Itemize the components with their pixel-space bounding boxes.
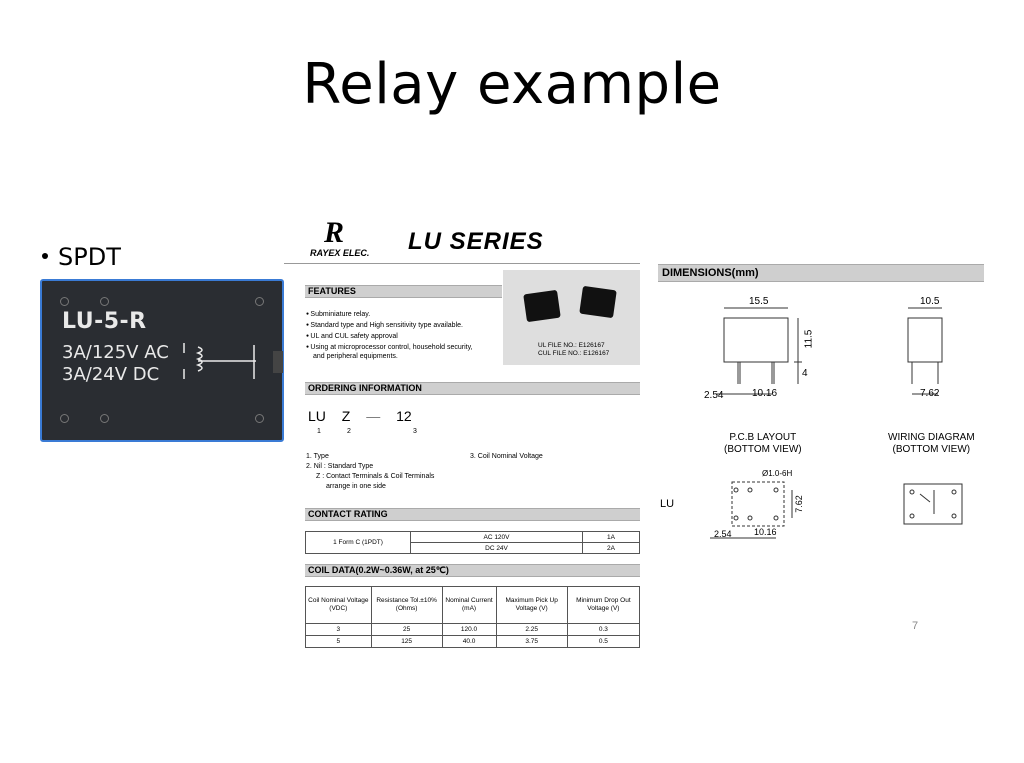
ordering-note-3: 3. Coil Nominal Voltage xyxy=(470,453,543,460)
ordering-note: 2. Nil : Standard Type xyxy=(306,463,374,470)
slide-title: Relay example xyxy=(302,52,722,117)
table-cell: 1A xyxy=(582,531,640,543)
series-title: LU SERIES xyxy=(408,228,544,255)
order-code-part: Z xyxy=(341,408,351,424)
bullet-text: SPDT xyxy=(58,243,121,271)
pcb-layout-title: P.C.B LAYOUT (BOTTOM VIEW) xyxy=(724,432,802,455)
dim-label: Ø1.0-6H xyxy=(762,469,793,478)
brand-logo: R xyxy=(324,216,345,249)
features-header: FEATURES xyxy=(305,285,502,298)
table-cell: 2.25 xyxy=(495,623,568,636)
dim-label: 7.62 xyxy=(920,388,940,399)
ordering-code: LU Z — 12 xyxy=(308,408,412,424)
bullet-spdt: SPDT xyxy=(42,243,121,271)
dimension-drawing xyxy=(710,307,963,539)
ordering-header: ORDERING INFORMATION xyxy=(305,382,640,395)
table-cell: 25 xyxy=(370,623,443,636)
relay-chip-image xyxy=(579,285,617,319)
table-cell: 2A xyxy=(582,542,640,554)
features-list: Subminiature relay. Standard type and Hi… xyxy=(306,309,502,362)
coil-col-header: Nominal Current (mA) xyxy=(441,586,497,624)
contact-rating-header: CONTACT RATING xyxy=(305,508,640,521)
dim-label: 10.5 xyxy=(920,296,940,307)
dim-label: 15.5 xyxy=(749,296,769,307)
coil-data-table: Coil Nominal Voltage (VDC) Resistance To… xyxy=(305,586,641,648)
table-cell: 40.0 xyxy=(441,635,497,648)
table-cell: DC 24V xyxy=(409,542,584,554)
relay-model: LU-5-R xyxy=(62,309,147,334)
page-number: 7 xyxy=(912,620,919,632)
order-code-part: LU xyxy=(308,408,326,424)
feature-item: Subminiature relay. xyxy=(306,309,502,320)
table-cell: 5 xyxy=(305,635,372,648)
dim-label: 7.62 xyxy=(793,495,804,513)
relay-pin xyxy=(60,297,69,306)
contact-rating-table: 1 Form C (1PDT) AC 120V 1A DC 24V 2A xyxy=(305,531,640,554)
ordering-note: Z : Contact Terminals & Coil Terminals xyxy=(316,473,435,480)
order-code-part: 12 xyxy=(396,408,412,424)
feature-item: UL and CUL safety approval xyxy=(306,331,502,342)
order-code-num: 1 xyxy=(317,428,321,435)
table-cell: 3.75 xyxy=(495,635,568,648)
product-photo: UL FILE NO.: E126167 CUL FILE NO.: E1261… xyxy=(503,270,640,365)
ordering-notes: 1. Type 2. Nil : Standard Type Z : Conta… xyxy=(306,452,476,492)
ul-file-numbers: UL FILE NO.: E126167 CUL FILE NO.: E1261… xyxy=(538,342,609,358)
relay-pin xyxy=(100,297,109,306)
table-cell: 125 xyxy=(370,635,443,648)
ul-file: UL FILE NO.: E126167 xyxy=(538,342,605,349)
relay-rating-dc: 3A/24V DC xyxy=(62,364,160,385)
dim-label: 11.5 xyxy=(803,329,815,349)
datasheet: R RAYEX ELEC. LU SERIES FEATURES Submini… xyxy=(284,208,984,648)
coil-col-header: Coil Nominal Voltage (VDC) xyxy=(305,586,372,624)
ordering-note: arrange in one side xyxy=(326,483,386,490)
coil-data-header: COIL DATA(0.2W~0.36W, at 25℃) xyxy=(305,564,640,577)
dimensions-header: DIMENSIONS(mm) xyxy=(658,264,984,282)
feature-item: Standard type and High sensitivity type … xyxy=(306,320,502,331)
wiring-diagram-title: WIRING DIAGRAM (BOTTOM VIEW) xyxy=(888,432,975,455)
feature-item: Using at microprocessor control, househo… xyxy=(306,342,502,353)
relay-chip-image xyxy=(523,289,561,323)
dim-label: 4 xyxy=(802,368,808,379)
dim-label: 2.54 xyxy=(714,529,732,539)
order-code-part: — xyxy=(366,408,381,424)
coil-col-header: Maximum Pick Up Voltage (V) xyxy=(495,586,568,624)
relay-pin xyxy=(255,414,264,423)
relay-tab xyxy=(273,351,283,373)
dim-label: 2.54 xyxy=(704,390,724,401)
dim-label: 10.16 xyxy=(754,527,777,537)
relay-pin xyxy=(100,414,109,423)
relay-pin xyxy=(60,414,69,423)
table-cell: 3 xyxy=(305,623,372,636)
header-rule xyxy=(284,263,640,264)
contact-form: 1 Form C (1PDT) xyxy=(305,531,411,554)
coil-col-header: Minimum Drop Out Voltage (V) xyxy=(566,586,641,624)
relay-photo: LU-5-R 3A/125V AC 3A/24V DC xyxy=(40,279,284,442)
ordering-note: 1. Type xyxy=(306,453,329,460)
bullet-dot xyxy=(42,252,48,259)
relay-rating-ac: 3A/125V AC xyxy=(62,342,169,363)
coil-col-header: Resistance Tol.±10% (Ohms) xyxy=(370,586,443,624)
table-cell: 120.0 xyxy=(441,623,497,636)
order-code-num: 3 xyxy=(413,428,417,435)
feature-item: and peripheral equipments. xyxy=(313,353,398,361)
table-cell: 0.5 xyxy=(566,635,641,648)
order-code-num: 2 xyxy=(347,428,351,435)
table-cell: AC 120V xyxy=(409,531,584,543)
lu-label: LU xyxy=(660,498,675,510)
brand-name: RAYEX ELEC. xyxy=(310,248,370,258)
relay-pin xyxy=(255,297,264,306)
relay-symbol-icon xyxy=(183,343,256,379)
table-cell: 0.3 xyxy=(566,623,641,636)
dim-label: 10.16 xyxy=(752,388,778,399)
cul-file: CUL FILE NO.: E126167 xyxy=(538,350,610,357)
